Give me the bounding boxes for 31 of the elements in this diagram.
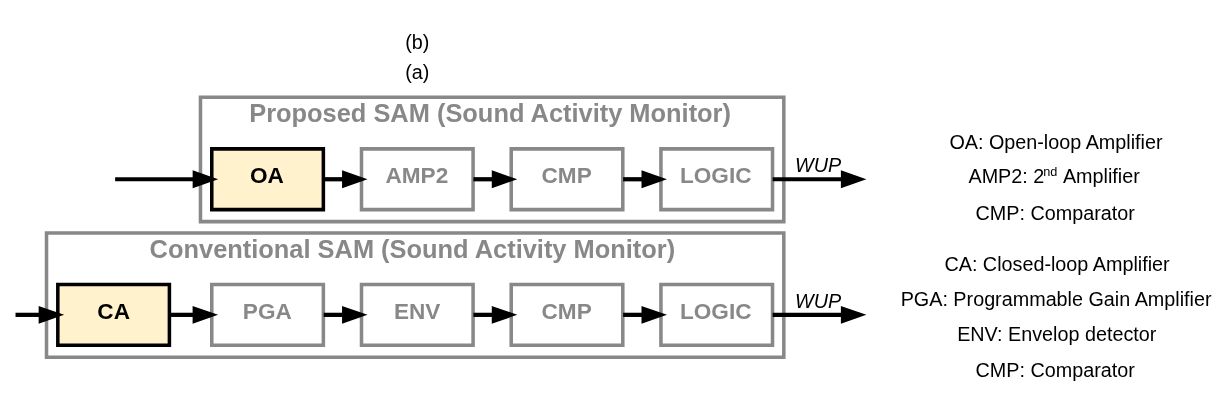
label: AMP2: 2$^{nd}$ Amplifier: [968, 163, 1140, 187]
node-box: OA: [210, 146, 326, 211]
node-box: PGA: [210, 282, 326, 347]
arrow: [473, 305, 518, 324]
arrow: [623, 305, 667, 324]
edge-label: WUP: [795, 289, 842, 312]
node-box: CA: [56, 282, 172, 347]
arrow: [772, 169, 867, 188]
arrow: [115, 169, 219, 188]
label: OA: Open-loop Amplifier: [949, 130, 1163, 153]
arrow: [323, 169, 368, 188]
label: CMP: Comparator: [975, 358, 1135, 381]
node-box: LOGIC: [659, 282, 775, 347]
arrow: [623, 169, 667, 188]
edge-label: WUP: [795, 153, 842, 176]
node-box: LOGIC: [659, 146, 775, 211]
label: CA: Closed-loop Amplifier: [944, 252, 1170, 275]
label: (a): [405, 60, 430, 83]
node-box: CMP: [509, 282, 625, 347]
node-box: AMP2: [359, 146, 475, 211]
arrow: [15, 305, 65, 324]
arrow: [473, 169, 518, 188]
label: PGA: Programmable Gain Amplifier: [900, 287, 1212, 310]
node-box: ENV: [359, 282, 475, 347]
arrow: [169, 305, 219, 324]
label: ENV: Envelop detector: [957, 322, 1157, 345]
arrow: [772, 305, 867, 324]
label: CMP: Comparator: [975, 201, 1135, 224]
label: (b): [405, 30, 430, 53]
node-box: CMP: [509, 146, 625, 211]
arrow: [323, 305, 368, 324]
